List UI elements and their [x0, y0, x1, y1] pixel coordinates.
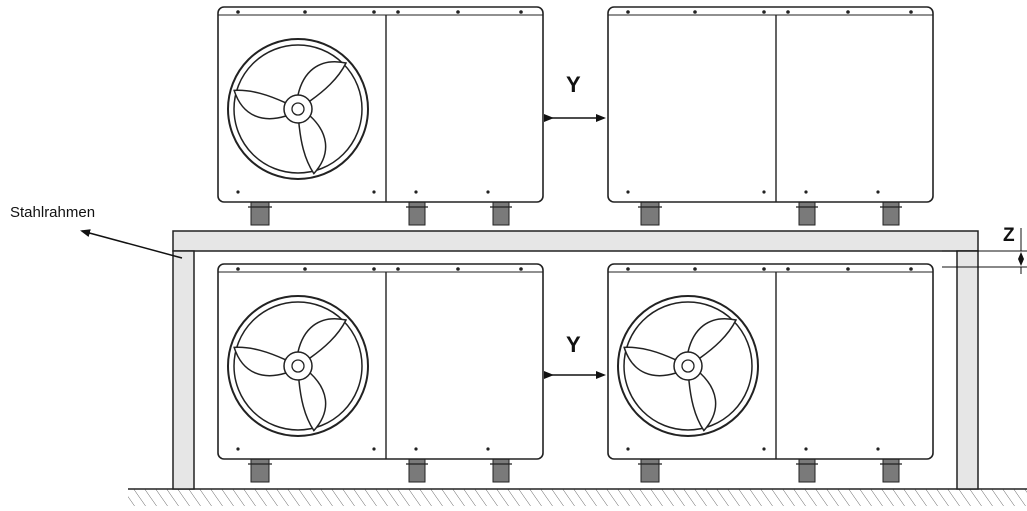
steel-frame-left-post	[172, 250, 195, 490]
unit-foot	[492, 458, 510, 483]
fan-blade	[298, 115, 327, 175]
unit-screw	[626, 267, 630, 271]
spacing-y-bottom-label: Y	[566, 332, 581, 357]
fan-guard-outer	[227, 295, 369, 437]
unit-screw	[519, 267, 523, 271]
unit-housing	[607, 263, 934, 460]
steel-frame-label: Stahlrahmen	[10, 204, 96, 221]
steel-frame-top-beam	[172, 230, 979, 252]
units-group	[217, 6, 934, 483]
unit-screw	[876, 190, 880, 194]
steel-frame-right-post	[956, 250, 979, 490]
ground	[128, 488, 1027, 506]
unit-foot	[250, 458, 270, 483]
unit-screw	[303, 10, 307, 14]
unit-screw	[414, 447, 418, 451]
unit-housing	[217, 6, 544, 203]
unit-screw	[786, 267, 790, 271]
fan-hub-center	[291, 359, 305, 373]
unit-screw	[626, 190, 630, 194]
unit-screw	[414, 190, 418, 194]
fan-blade	[233, 346, 287, 377]
unit-screw	[804, 190, 808, 194]
fan-blade	[298, 372, 327, 432]
fan-guard-inner	[233, 44, 363, 174]
unit-screw	[372, 447, 376, 451]
unit-screw	[236, 267, 240, 271]
fan-guard-outer	[617, 295, 759, 437]
unit-screw	[486, 190, 490, 194]
unit-bottom-right	[607, 263, 934, 483]
unit-top-left	[217, 6, 544, 226]
z-upper-arrowhead	[1018, 252, 1024, 259]
fan-hub-center	[291, 102, 305, 116]
unit-screw	[909, 267, 913, 271]
unit-screw	[372, 267, 376, 271]
unit-screw	[486, 447, 490, 451]
clearance-z-dimension	[942, 228, 1027, 274]
fan-blade	[233, 89, 287, 120]
unit-screw	[236, 447, 240, 451]
unit-screw	[396, 10, 400, 14]
unit-foot	[250, 201, 270, 226]
unit-screw	[519, 10, 523, 14]
unit-screw	[456, 10, 460, 14]
unit-screw	[372, 10, 376, 14]
fan-blade	[687, 318, 738, 359]
unit-screw	[786, 10, 790, 14]
fan-blade	[623, 346, 677, 377]
unit-foot	[882, 201, 900, 226]
unit-screw	[693, 267, 697, 271]
unit-screw	[762, 267, 766, 271]
unit-screw	[804, 447, 808, 451]
unit-screw	[762, 190, 766, 194]
unit-screw	[693, 10, 697, 14]
unit-foot	[492, 201, 510, 226]
ground-hatching	[128, 489, 1027, 506]
clearance-z-label: Z	[1003, 225, 1015, 246]
unit-screw	[846, 267, 850, 271]
unit-screw	[626, 10, 630, 14]
fan-guard-inner	[623, 301, 753, 431]
unit-foot	[408, 458, 426, 483]
unit-bottom-left	[217, 263, 544, 483]
unit-screw	[396, 267, 400, 271]
fan-blade	[297, 61, 348, 102]
unit-housing	[607, 6, 934, 203]
unit-foot	[408, 201, 426, 226]
steel-frame	[172, 230, 979, 490]
unit-housing	[217, 263, 544, 460]
unit-screw	[762, 10, 766, 14]
fan-guard-inner	[233, 301, 363, 431]
unit-foot	[798, 458, 816, 483]
unit-foot	[882, 458, 900, 483]
unit-screw	[846, 10, 850, 14]
unit-foot	[798, 201, 816, 226]
unit-screw	[876, 447, 880, 451]
unit-screw	[909, 10, 913, 14]
unit-top-right	[607, 6, 934, 226]
fan-blade	[688, 372, 717, 432]
fan-hub-center	[681, 359, 695, 373]
frame-pointer-arrow	[80, 229, 183, 259]
unit-screw	[236, 10, 240, 14]
unit-screw	[372, 190, 376, 194]
z-lower-arrowhead	[1018, 259, 1024, 266]
unit-foot	[640, 458, 660, 483]
unit-screw	[236, 190, 240, 194]
spacing-y-top-label: Y	[566, 72, 581, 97]
unit-foot	[640, 201, 660, 226]
unit-screw	[762, 447, 766, 451]
unit-screw	[456, 267, 460, 271]
fan-blade	[297, 318, 348, 359]
annotations	[80, 114, 1027, 379]
unit-screw	[626, 447, 630, 451]
unit-screw	[303, 267, 307, 271]
fan-guard-outer	[227, 38, 369, 180]
